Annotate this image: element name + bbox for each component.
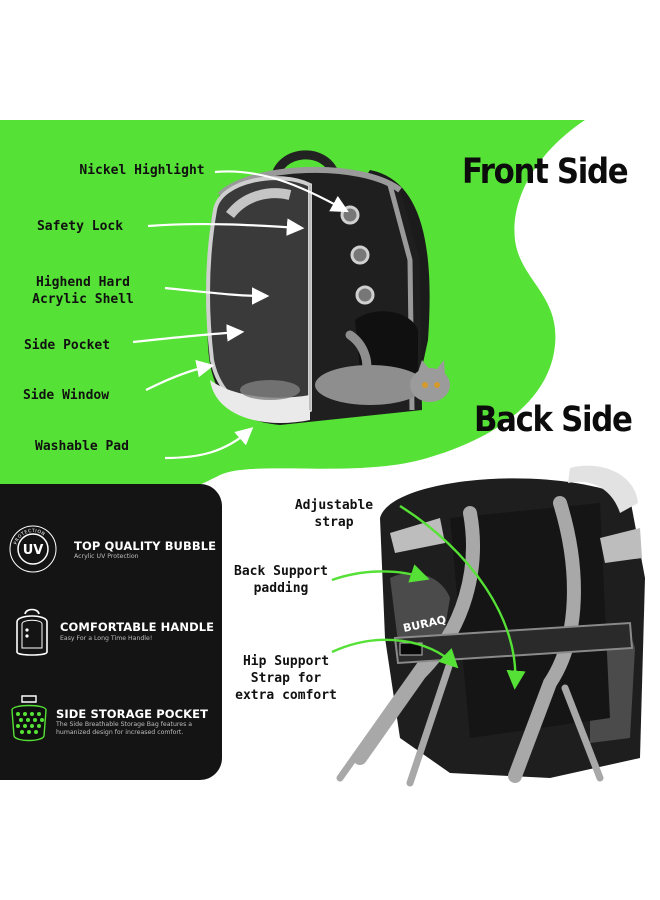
- callout-side-pocket: Side Pocket: [23, 338, 111, 353]
- callout-side-window: Side Window: [22, 388, 110, 403]
- feature-subtitle-bubble: Acrylic UV Protection: [74, 553, 139, 560]
- arrow-washable-pad: [164, 427, 254, 460]
- uv-badge-text: UV: [23, 543, 44, 558]
- front-backpack-image: [206, 150, 450, 425]
- back-callout-arrows: [331, 504, 526, 690]
- back-side-title: Back Side: [474, 400, 633, 440]
- front-callout-arrows: [132, 170, 349, 460]
- feature-subtitle-handle: Easy For a Long Time Handle!: [60, 635, 153, 642]
- arrow-back-support: [331, 564, 430, 583]
- arrow-side-window: [145, 359, 215, 391]
- feature-subtitle-pocket: The Side Breathable Storage Bag features…: [56, 721, 193, 737]
- arrow-acrylic-shell: [164, 286, 270, 305]
- arrow-side-pocket: [132, 324, 245, 344]
- front-side-title: Front Side: [462, 152, 629, 192]
- feature-title-handle: COMFORTABLE HANDLE: [60, 620, 215, 634]
- callout-washable-pad: Washable Pad: [35, 439, 129, 454]
- feature-title-pocket: SIDE STORAGE POCKET: [56, 707, 209, 721]
- mesh-pocket-icon: [11, 695, 47, 742]
- feature-title-bubble: TOP QUALITY BUBBLE: [74, 539, 217, 553]
- backpack-handle-icon: [16, 608, 48, 656]
- callout-adjustable-strap: Adjustable strap: [294, 498, 374, 530]
- arrow-hip-support: [331, 638, 459, 669]
- callout-hip-support: Hip Support Strap for extra comfort: [235, 654, 337, 703]
- callout-back-support: Back Support padding: [234, 564, 328, 596]
- callout-nickel-highlight: Nickel Highlight: [79, 163, 205, 178]
- arrow-safety-lock: [147, 218, 305, 236]
- arrow-adjustable-strap: [399, 504, 526, 690]
- arrow-nickel-highlight: [214, 170, 349, 213]
- uv-protection-icon: UV PROTECTION: [9, 525, 57, 573]
- callout-safety-lock: Safety Lock: [36, 219, 124, 234]
- callout-acrylic-shell: Highend Hard Acrylic Shell: [32, 275, 134, 307]
